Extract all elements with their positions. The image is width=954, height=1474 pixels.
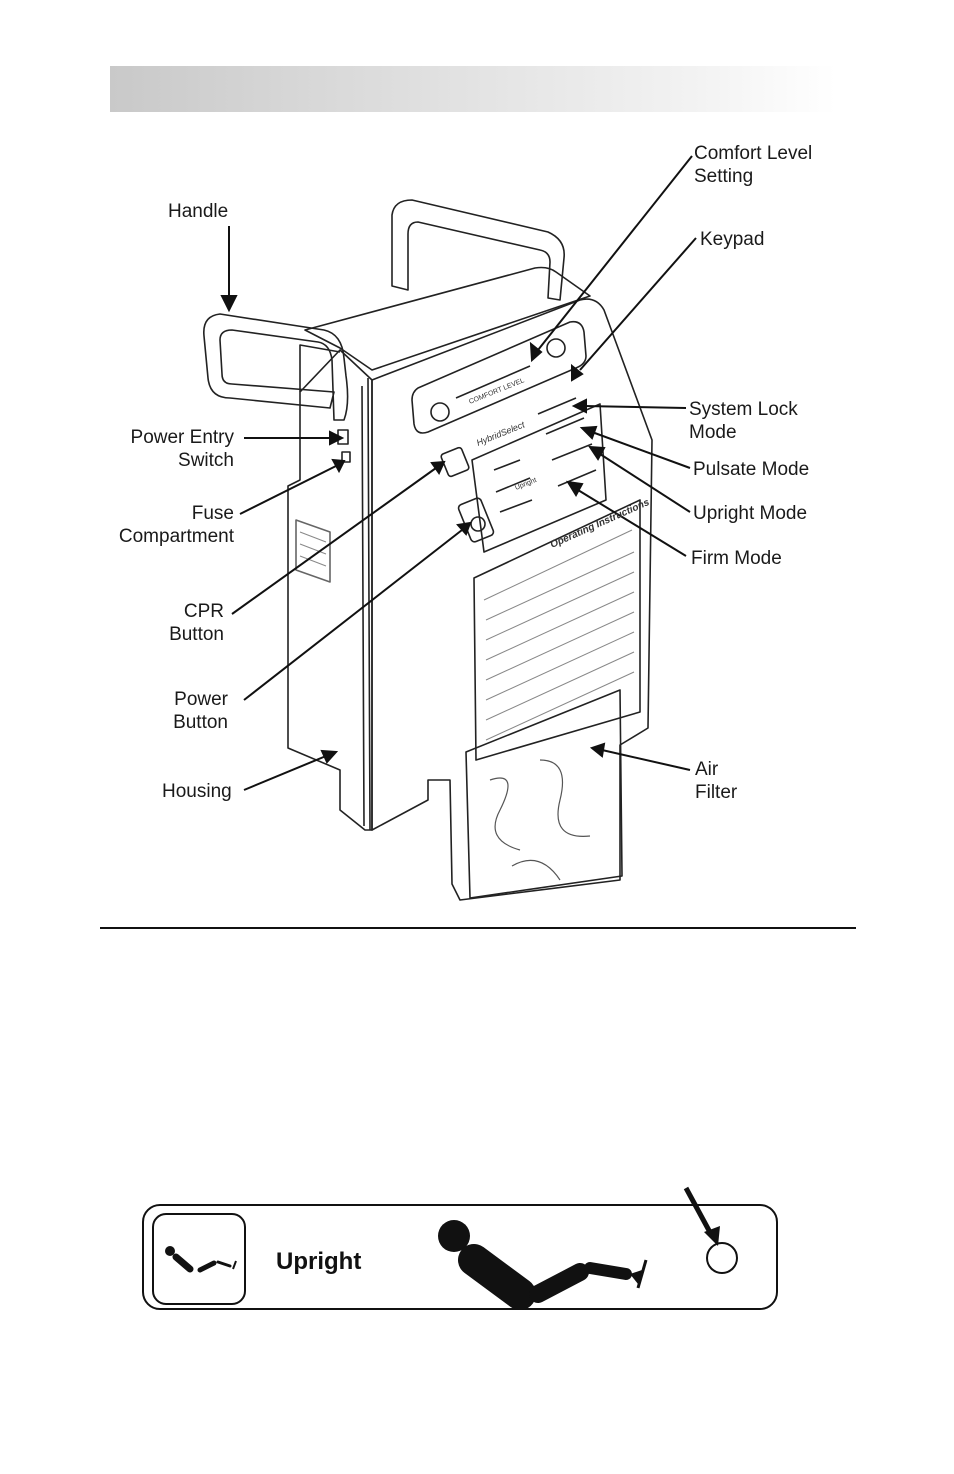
upright-recline-figure-icon	[434, 1212, 664, 1312]
upright-mode-panel: Upright	[142, 1204, 778, 1310]
upright-mode-button[interactable]	[152, 1213, 246, 1305]
recline-icon	[154, 1215, 244, 1303]
upright-label: Upright	[276, 1248, 361, 1276]
upright-led-indicator	[706, 1242, 738, 1274]
